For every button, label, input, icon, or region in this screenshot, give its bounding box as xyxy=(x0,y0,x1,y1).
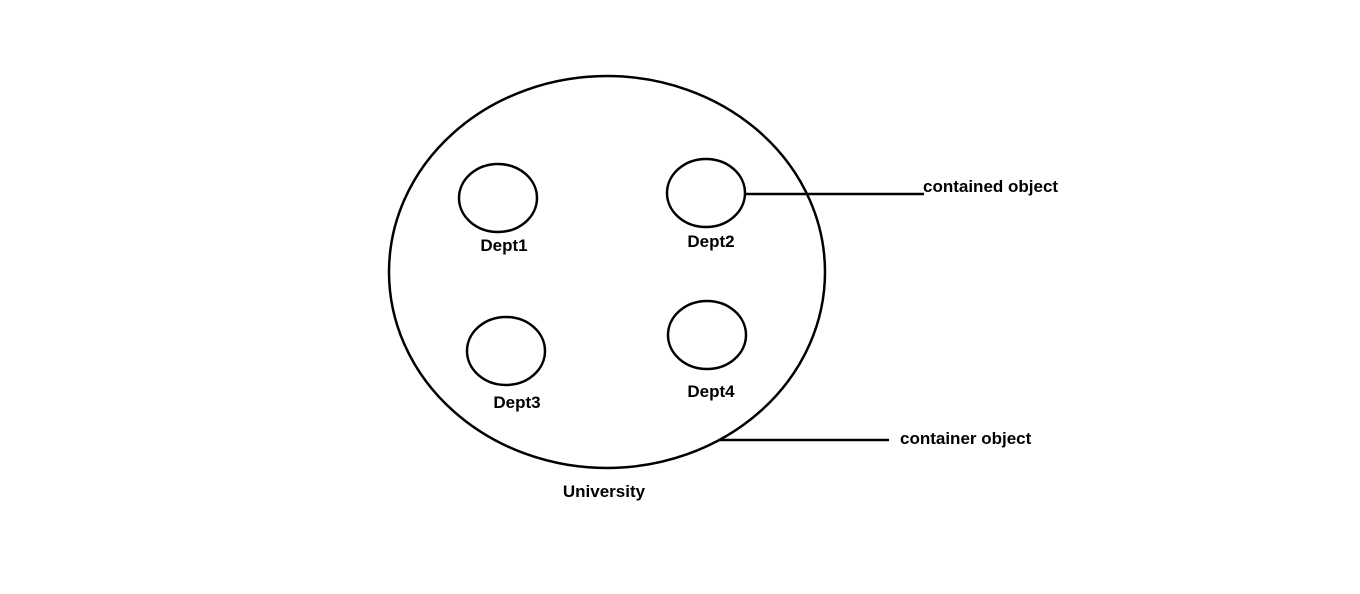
container-ellipse xyxy=(387,74,827,470)
dept1-label: Dept1 xyxy=(480,236,527,255)
dept2-label: Dept2 xyxy=(687,232,734,251)
container-label: University xyxy=(563,482,646,501)
dept3-label: Dept3 xyxy=(493,393,540,412)
contained-object-label: contained object xyxy=(923,177,1058,196)
dept3-ellipse xyxy=(465,315,547,387)
dept1-ellipse xyxy=(457,162,539,234)
dept2-ellipse xyxy=(665,157,747,229)
dept4-label: Dept4 xyxy=(687,382,735,401)
dept4-ellipse xyxy=(666,299,748,371)
container-object-label: container object xyxy=(900,429,1032,448)
